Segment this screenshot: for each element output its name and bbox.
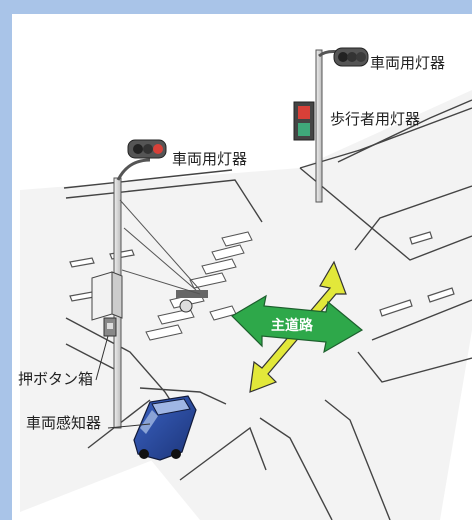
car-icon [133, 395, 197, 461]
left-signal-pole [91, 139, 201, 429]
control-box-icon [91, 271, 123, 321]
label-push-button-box: 押ボタン箱 [18, 370, 94, 388]
vehicle-signal-left-icon [127, 139, 167, 159]
pedestrian-signal-icon [293, 101, 315, 141]
push-button-box-icon [103, 317, 117, 337]
green-arrow-icon [231, 294, 364, 354]
detector-unit [176, 290, 208, 313]
main-road-arrows: 主道路 [231, 260, 364, 393]
main-road-label: 主道路 [271, 317, 314, 334]
label-pedestrian-signal: 歩行者用灯器 [330, 110, 421, 128]
label-vehicle-signal-top: 車両用灯器 [370, 54, 446, 72]
label-vehicle-detector: 車両感知器 [26, 414, 102, 432]
leader-lines [95, 335, 151, 429]
label-vehicle-signal-left: 車両用灯器 [172, 150, 248, 168]
road-surface [20, 90, 472, 520]
right-signal-pole [293, 47, 369, 203]
curb-lines [63, 99, 472, 520]
vehicle-signal-top-icon [333, 47, 369, 67]
lane-markings [69, 231, 455, 317]
